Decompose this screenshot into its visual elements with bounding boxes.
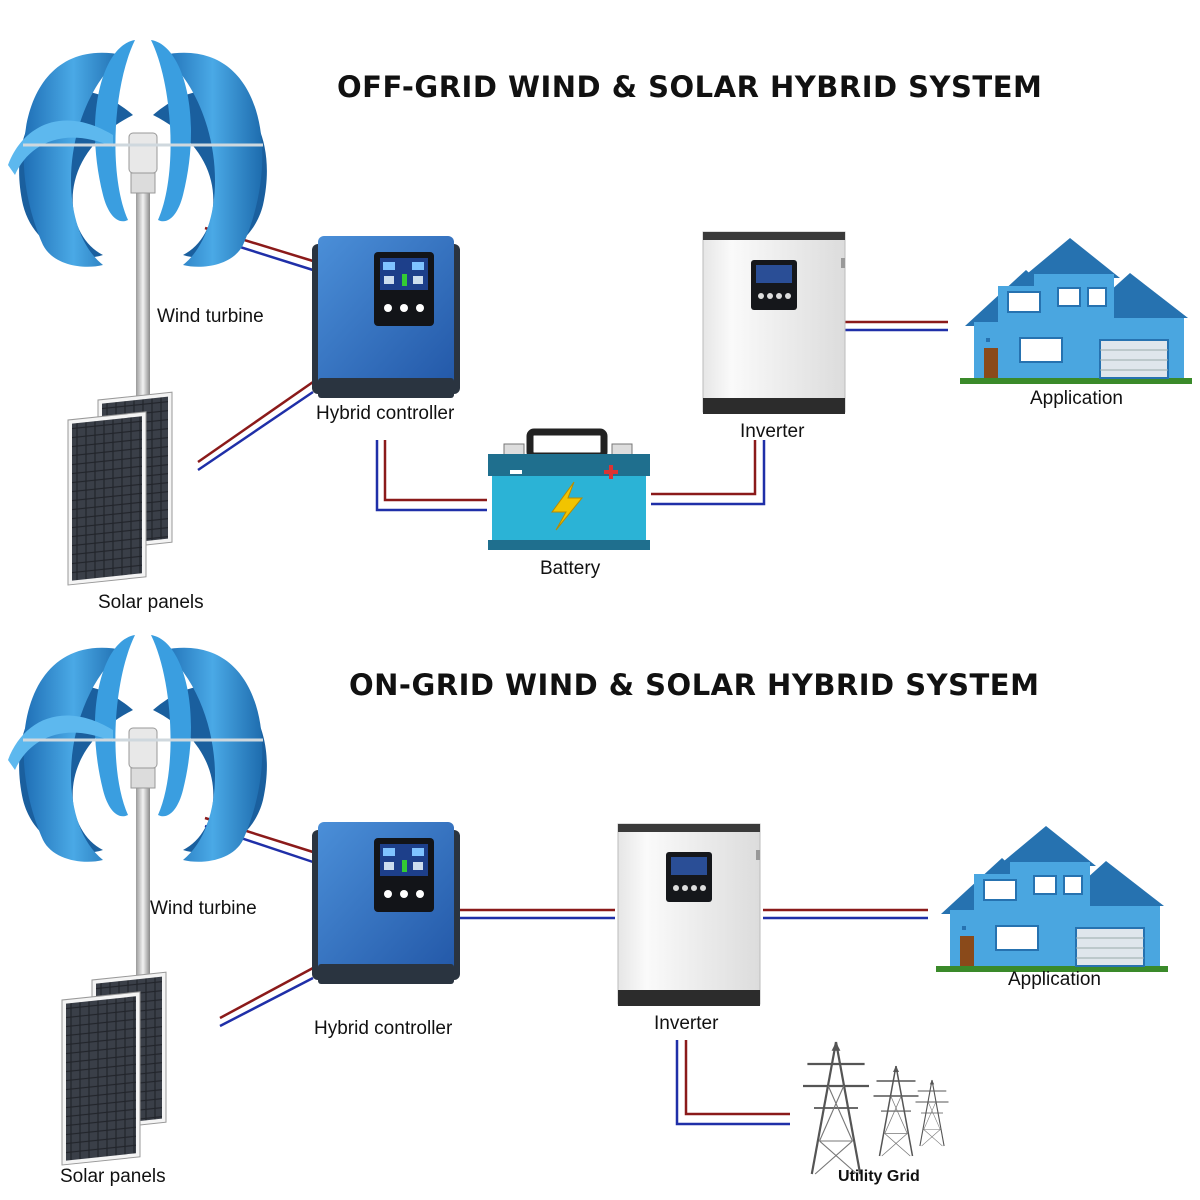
on-grid-application-label: Application [1008, 969, 1101, 990]
off-grid-hybrid-controller-label: Hybrid controller [316, 403, 455, 424]
battery-label: Battery [540, 558, 601, 579]
on-grid-inverter-icon [617, 823, 761, 1007]
on-grid-house-icon [935, 825, 1169, 973]
off-grid-wind-turbine-label: Wind turbine [157, 306, 264, 327]
battery-icon [488, 428, 650, 550]
on-grid-hybrid-controller-icon [312, 822, 460, 984]
utility-grid-icon [801, 1040, 950, 1176]
on-grid-wind-turbine-label: Wind turbine [150, 898, 257, 919]
on-grid-title: ON-GRID WIND & SOLAR HYBRID SYSTEM [349, 668, 1040, 702]
on-grid-solar-panels-icon [61, 971, 167, 1166]
off-grid-title: OFF-GRID WIND & SOLAR HYBRID SYSTEM [337, 70, 1043, 104]
on-grid-hybrid-controller-label: Hybrid controller [314, 1018, 453, 1039]
off-grid-section [6, 38, 1193, 586]
on-grid-solar-panels-label: Solar panels [60, 1166, 166, 1187]
off-grid-solar-panels-label: Solar panels [98, 592, 204, 613]
utility-grid-label: Utility Grid [838, 1168, 920, 1185]
off-grid-inverter-icon [702, 231, 846, 415]
off-grid-house-icon [959, 237, 1193, 385]
on-grid-inverter-label: Inverter [654, 1013, 719, 1034]
off-grid-inverter-label: Inverter [740, 421, 805, 442]
off-grid-application-label: Application [1030, 388, 1123, 409]
off-grid-solar-panels-icon [67, 391, 173, 586]
on-grid-section [6, 633, 1169, 1176]
off-grid-hybrid-controller-icon [312, 236, 460, 398]
